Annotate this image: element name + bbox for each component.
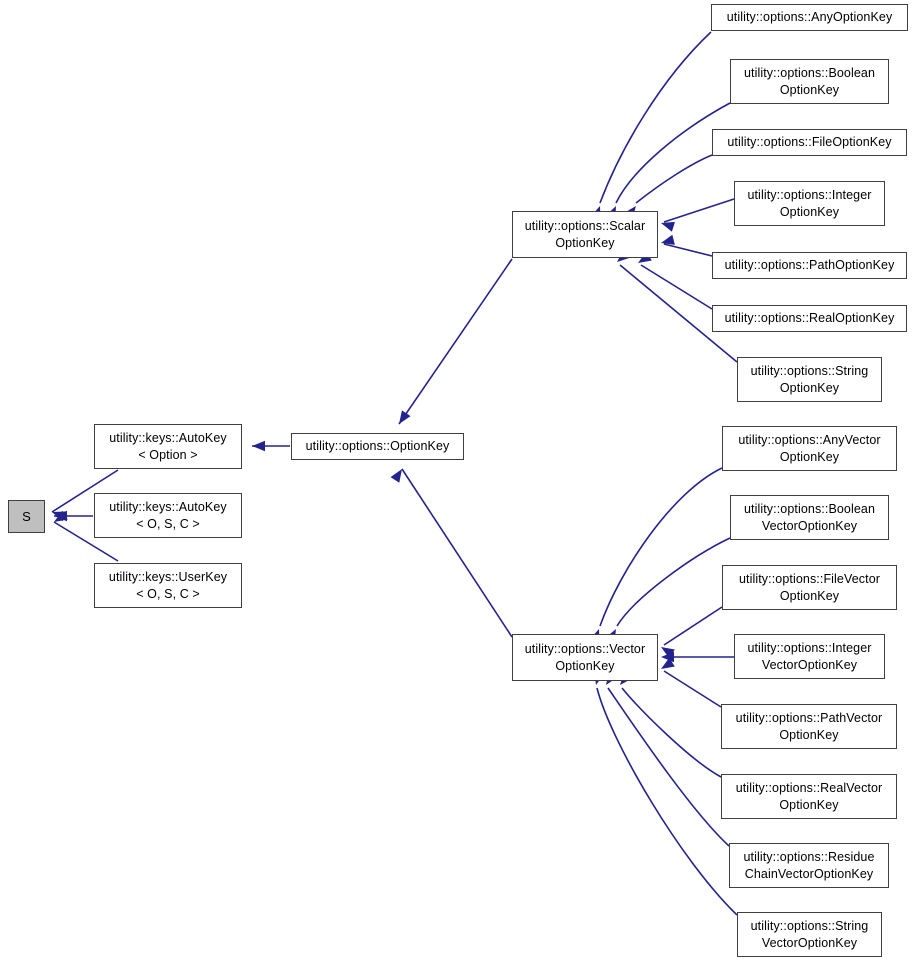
class-node-pathvector-optionkey[interactable]: utility::options::PathVector OptionKey — [721, 704, 897, 749]
inheritance-edge — [663, 670, 722, 708]
inheritance-arrowhead — [390, 469, 402, 483]
class-node-any-optionkey[interactable]: utility::options::AnyOptionKey — [711, 4, 908, 31]
class-node-file-optionkey[interactable]: utility::options::FileOptionKey — [712, 129, 907, 156]
inheritance-arrowhead — [661, 221, 675, 232]
class-node-label: utility::keys::AutoKey < O, S, C > — [109, 499, 227, 531]
class-node-userkey-osc[interactable]: utility::keys::UserKey < O, S, C > — [94, 563, 242, 608]
class-node-label: utility::keys::AutoKey < Option > — [109, 430, 227, 462]
inheritance-edge — [616, 537, 731, 627]
class-node-integer-optionkey[interactable]: utility::options::Integer OptionKey — [734, 181, 885, 226]
inheritance-arrowhead — [54, 510, 68, 522]
inheritance-arrowhead — [661, 651, 674, 663]
class-node-real-optionkey[interactable]: utility::options::RealOptionKey — [712, 305, 907, 332]
inheritance-arrowhead — [661, 657, 675, 669]
class-node-label: utility::keys::UserKey < O, S, C > — [108, 569, 228, 601]
class-node-s[interactable]: S — [8, 500, 45, 533]
inheritance-edge — [599, 31, 712, 204]
inheritance-arrowhead — [399, 410, 411, 424]
inheritance-edge — [619, 264, 738, 363]
inheritance-edge — [663, 606, 723, 646]
class-node-label: utility::options::Boolean VectorOptionKe… — [743, 501, 876, 533]
inheritance-edge — [53, 521, 119, 562]
class-node-label: utility::options::Vector OptionKey — [524, 641, 646, 673]
class-node-label: utility::options::Integer VectorOptionKe… — [747, 640, 872, 672]
class-node-label: utility::options::Integer OptionKey — [747, 187, 872, 219]
class-node-boolean-optionkey[interactable]: utility::options::Boolean OptionKey — [730, 59, 889, 104]
class-node-label: utility::options::FileVector OptionKey — [738, 571, 881, 603]
class-node-label: utility::options::PathVector OptionKey — [735, 710, 883, 742]
class-node-optionkey[interactable]: utility::options::OptionKey — [291, 433, 464, 460]
class-node-integervector-optionkey[interactable]: utility::options::Integer VectorOptionKe… — [734, 634, 885, 679]
class-node-anyvector-optionkey[interactable]: utility::options::AnyVector OptionKey — [722, 426, 897, 471]
inheritance-arrowhead — [661, 647, 675, 659]
class-node-autokey-option[interactable]: utility::keys::AutoKey < Option > — [94, 424, 242, 469]
class-node-label: utility::options::OptionKey — [305, 439, 450, 454]
class-node-autokey-osc[interactable]: utility::keys::AutoKey < O, S, C > — [94, 493, 242, 538]
class-node-label: utility::options::String OptionKey — [750, 363, 869, 395]
class-node-label: utility::options::AnyVector OptionKey — [738, 432, 881, 464]
class-node-path-optionkey[interactable]: utility::options::PathOptionKey — [712, 252, 907, 279]
class-node-residuechainvector-optionkey[interactable]: utility::options::Residue ChainVectorOpt… — [729, 843, 889, 888]
class-node-label: utility::options::AnyOptionKey — [726, 10, 893, 25]
class-node-label: utility::options::String VectorOptionKey — [750, 918, 869, 950]
inheritance-arrowhead — [252, 440, 265, 452]
inheritance-edge — [607, 687, 730, 847]
inheritance-edge — [596, 687, 738, 916]
class-node-label: utility::options::Residue ChainVectorOpt… — [743, 849, 875, 881]
class-node-booleanvector-optionkey[interactable]: utility::options::Boolean VectorOptionKe… — [730, 495, 889, 540]
class-node-label: utility::options::PathOptionKey — [724, 258, 895, 273]
class-node-label: S — [22, 508, 31, 524]
inheritance-edge — [663, 198, 735, 223]
class-node-label: utility::options::Boolean OptionKey — [743, 65, 876, 97]
inheritance-edge — [51, 469, 119, 513]
inheritance-edge — [615, 102, 731, 204]
class-node-label: utility::options::RealVector OptionKey — [735, 780, 883, 812]
inheritance-edge — [599, 467, 723, 627]
class-node-label: utility::options::FileOptionKey — [727, 135, 892, 150]
inheritance-edge — [663, 243, 713, 257]
inheritance-edge — [635, 154, 713, 204]
inheritance-edge — [640, 264, 713, 310]
inheritance-arrowhead — [661, 234, 675, 245]
class-node-stringvector-optionkey[interactable]: utility::options::String VectorOptionKey — [737, 912, 882, 957]
class-node-label: utility::options::Scalar OptionKey — [524, 218, 646, 250]
inheritance-edge — [401, 468, 513, 638]
inheritance-edge — [621, 687, 722, 778]
inheritance-edge — [398, 258, 513, 425]
class-node-scalar-optionkey[interactable]: utility::options::Scalar OptionKey — [512, 211, 658, 258]
class-node-vector-optionkey[interactable]: utility::options::Vector OptionKey — [512, 634, 658, 681]
class-node-string-optionkey[interactable]: utility::options::String OptionKey — [737, 357, 882, 402]
class-node-filevector-optionkey[interactable]: utility::options::FileVector OptionKey — [722, 565, 897, 610]
class-node-realvector-optionkey[interactable]: utility::options::RealVector OptionKey — [721, 774, 897, 819]
class-node-label: utility::options::RealOptionKey — [724, 311, 895, 326]
